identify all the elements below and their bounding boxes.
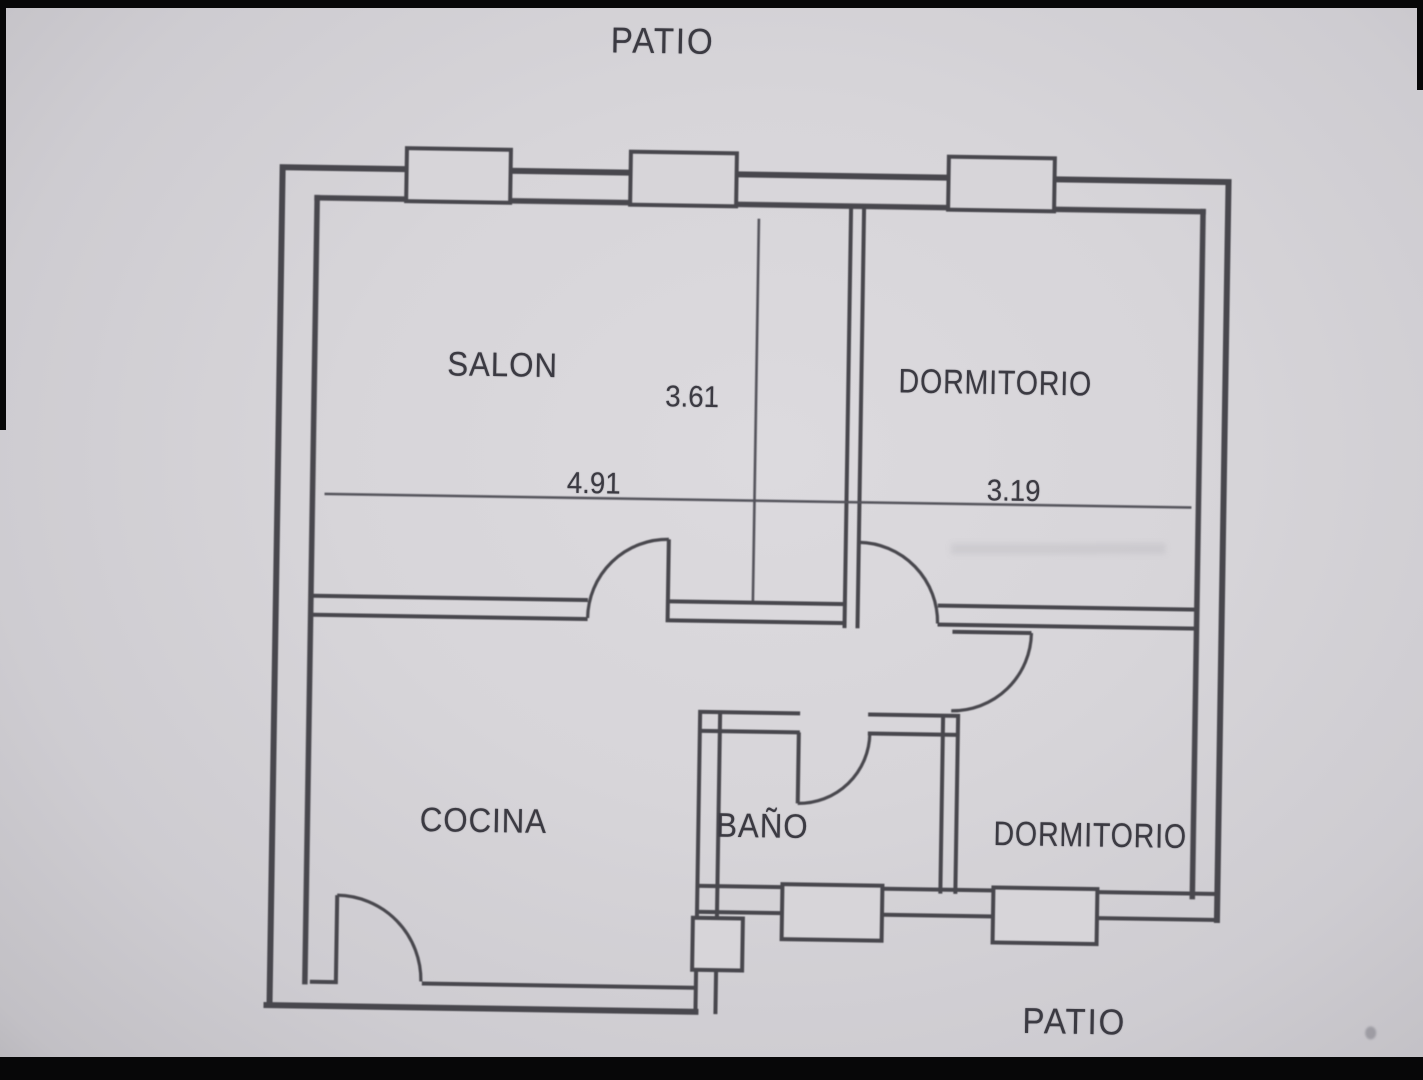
interior-walls [308, 204, 1220, 1015]
room-label-bano: BAÑO [715, 806, 809, 847]
scanner-edge-bottom [0, 1057, 1423, 1080]
door-bano [795, 732, 872, 805]
room-label-dormitorio-1: DORMITORIO [898, 362, 1093, 404]
door-dormitorio-2 [951, 629, 1034, 713]
room-label-cocina: COCINA [419, 800, 548, 841]
room-label-salon: SALON [446, 345, 559, 386]
patio-label-bottom: PATIO [1022, 999, 1127, 1043]
dimension-label-dormitorio-width: 3.19 [986, 474, 1041, 509]
dimension-lines [324, 218, 1192, 601]
window-icon [690, 915, 745, 973]
door-symbols [333, 537, 1034, 982]
patio-label-top: PATIO [610, 19, 715, 62]
window-icon [628, 149, 739, 209]
scanner-edge-top [0, 0, 1423, 8]
window-icon [404, 146, 513, 205]
door-cocina [333, 893, 423, 982]
dimension-label-salon-width: 4.91 [566, 466, 621, 501]
scanner-edge-left [0, 0, 6, 430]
room-label-dormitorio-2: DORMITORIO [993, 814, 1188, 856]
window-icon [946, 154, 1057, 214]
outer-wall [263, 164, 1232, 1015]
door-dormitorio-1 [855, 540, 940, 624]
scanner-edge-right [1417, 0, 1423, 90]
dimension-label-salon-depth: 3.61 [664, 380, 720, 415]
window-symbols [404, 146, 1100, 973]
door-salon [586, 537, 671, 621]
window-icon [779, 882, 885, 943]
window-icon [990, 885, 1100, 947]
